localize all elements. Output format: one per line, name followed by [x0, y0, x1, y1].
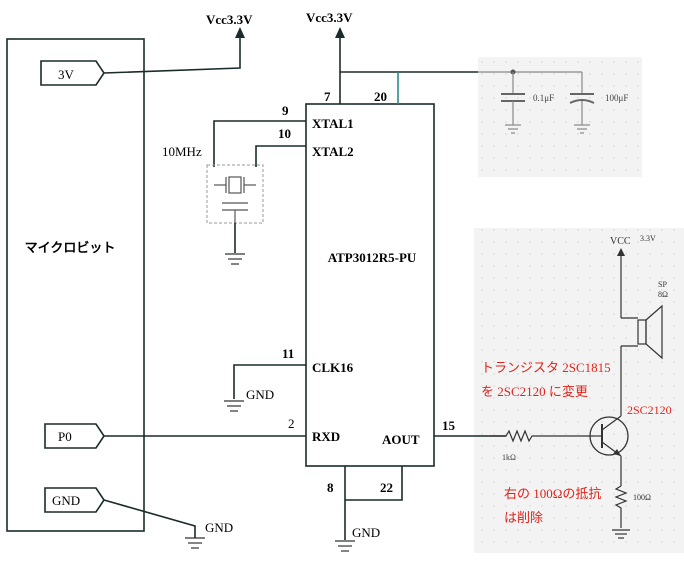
- vcc-amp-label: VCC: [610, 236, 631, 247]
- gnd-clk-symbol: [224, 400, 244, 412]
- base-resistor: [490, 429, 594, 443]
- ic-aout: AOUT: [382, 432, 420, 447]
- speaker-symbol: [621, 304, 663, 360]
- pin-p0-label: P0: [58, 429, 72, 444]
- pin-9: 9: [282, 103, 289, 118]
- pin-20: 20: [374, 89, 387, 104]
- pin-gnd-label: GND: [52, 493, 80, 508]
- r-base-label: 1kΩ: [502, 453, 516, 462]
- pin-8: 8: [327, 480, 334, 495]
- decoupling-caps: [478, 69, 595, 134]
- gnd-crystal-symbol: [225, 253, 245, 265]
- sp-ohm-label: 8Ω: [658, 290, 668, 299]
- gnd-amp-symbol: [612, 529, 630, 539]
- note-transistor-line1: トランジスタ 2SC1815: [481, 360, 611, 375]
- pin-11: 11: [282, 346, 294, 361]
- ic-xtal2: XTAL2: [312, 144, 354, 159]
- gnd-microbit-label: GND: [205, 520, 233, 535]
- gnd-clk-label: GND: [246, 387, 274, 402]
- vcc-right-label: Vcc3.3V: [306, 10, 353, 25]
- cap1-label: 0.1μF: [533, 93, 554, 103]
- microbit-label: マイクロビット: [25, 240, 116, 255]
- microbit-box: [6, 38, 145, 532]
- pin-3v-label: 3V: [58, 67, 75, 82]
- ic-name: ATP3012R5-PU: [328, 250, 417, 265]
- ic-atp3012: [305, 103, 435, 467]
- emitter-resistor: [614, 485, 628, 528]
- pin-10: 10: [278, 126, 291, 141]
- pin-22: 22: [380, 480, 393, 495]
- vcc-amp-value: 3.3V: [640, 234, 656, 243]
- pin-p0: [44, 423, 105, 449]
- pin-7: 7: [324, 89, 331, 104]
- note-resistor-line1: 右の 100Ωの抵抗: [504, 486, 601, 501]
- note-resistor-line2: は削除: [504, 510, 543, 525]
- note-transistor-line2: を 2SC2120 に変更: [481, 384, 588, 399]
- ic-clk16: CLK16: [312, 360, 354, 375]
- vcc-left-label: Vcc3.3V: [206, 12, 253, 27]
- crystal-symbol: [214, 176, 256, 223]
- cap2-label: 100μF: [605, 93, 628, 103]
- pin-2: 2: [288, 416, 295, 431]
- pin-gnd: [44, 487, 105, 513]
- gnd-bottom-symbol: [335, 540, 355, 552]
- sp-label: SP: [658, 280, 667, 289]
- crystal-label: 10MHz: [162, 144, 202, 159]
- gnd-microbit-symbol: [185, 537, 205, 549]
- pin-15: 15: [442, 418, 456, 433]
- transistor-label: 2SC2120: [627, 403, 672, 417]
- pin-3v: [40, 60, 105, 86]
- ic-xtal1: XTAL1: [312, 116, 354, 131]
- ic-rxd: RXD: [312, 429, 340, 444]
- transistor-2sc2120: [589, 415, 629, 457]
- r-emitter-label: 100Ω: [633, 493, 651, 502]
- gnd-bottom-label: GND: [352, 525, 380, 540]
